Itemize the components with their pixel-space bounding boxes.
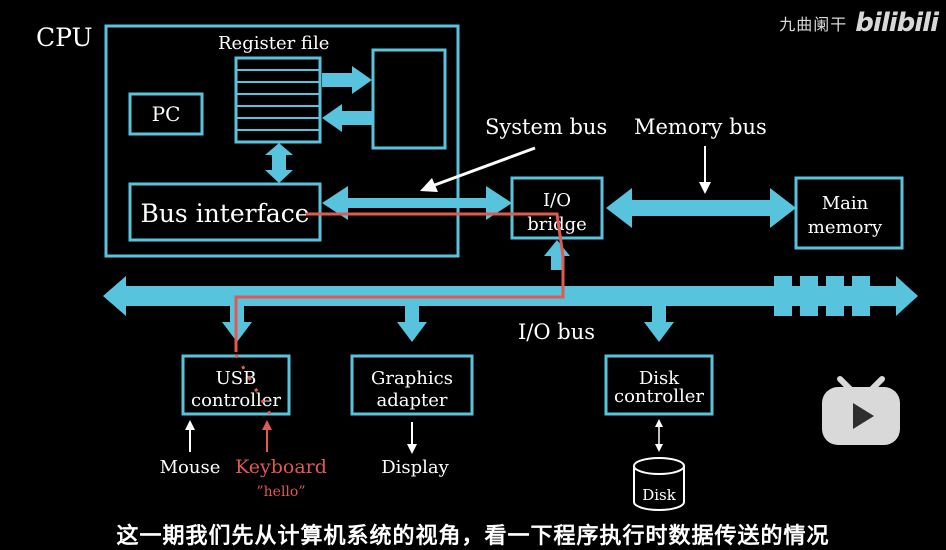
graphics-drop-arrow [397, 306, 427, 342]
graphics-adapter-box [350, 354, 474, 416]
disk-controller-box [604, 354, 714, 416]
graphics-adapter-label-line1: Graphics [371, 368, 453, 389]
io-bridge-label-line1: I/O [543, 190, 571, 211]
memory-bus-pointer-arrow [699, 146, 711, 194]
alu-box [371, 48, 447, 150]
bus-interface-box [128, 182, 322, 242]
disk-icon [633, 457, 685, 511]
uploader-name: 九曲阑干 [779, 15, 848, 34]
main-memory-label-line2: memory [808, 217, 883, 238]
mouse-label: Mouse [160, 457, 221, 478]
display-label: Display [381, 457, 449, 478]
disk-bidirectional-arrow [655, 419, 663, 452]
register-bus-arrow [265, 143, 293, 183]
register-file [234, 56, 322, 144]
io-bus-label: I/O bus [518, 320, 595, 344]
register-file-label: Register file [218, 33, 329, 54]
disk-controller-label-line2: controller [614, 386, 704, 407]
pc-label: PC [152, 102, 181, 126]
keyboard-data-path [234, 212, 565, 415]
mouse-up-arrow [185, 420, 195, 452]
disk-drop-arrow [644, 306, 674, 342]
disk-label: Disk [642, 486, 677, 504]
subtitle: 这一期我们先从计算机系统的视角，看一下程序执行时数据传送的情况 [116, 524, 830, 549]
system-bus-pointer-arrow [420, 146, 536, 192]
alu-arrow-left [322, 104, 372, 132]
memory-bus [606, 188, 796, 228]
usb-controller-label-line2: controller [191, 390, 281, 411]
bus-interface-label: Bus interface [140, 199, 309, 228]
graphics-adapter-label-line2: adapter [377, 390, 448, 411]
bilibili-watermark: 九曲阑干 bilibili [779, 8, 939, 38]
play-button[interactable] [820, 375, 902, 447]
system-bus [322, 186, 512, 220]
system-bus-label: System bus [485, 115, 607, 139]
keyboard-up-arrow [262, 420, 272, 452]
display-down-arrow [407, 422, 417, 454]
bilibili-logo: bilibili [855, 8, 939, 38]
alu-arrow-right [322, 66, 372, 94]
io-bus-expansion-slots [774, 276, 870, 316]
bridge-io-arrow [544, 240, 570, 270]
main-memory-label-line1: Main [822, 193, 869, 214]
play-icon [822, 376, 900, 445]
memory-bus-label: Memory bus [634, 115, 767, 139]
cpu-box [104, 24, 460, 258]
io-bridge-box [510, 176, 604, 240]
hello-label: ”hello” [257, 484, 306, 500]
usb-controller-label-line1: USB [216, 368, 257, 389]
pc-box [128, 92, 204, 136]
keyboard-label: Keyboard [235, 456, 327, 478]
disk-controller-label-line1: Disk [639, 368, 680, 389]
cpu-label: CPU [36, 23, 93, 52]
main-memory-box [794, 176, 904, 250]
